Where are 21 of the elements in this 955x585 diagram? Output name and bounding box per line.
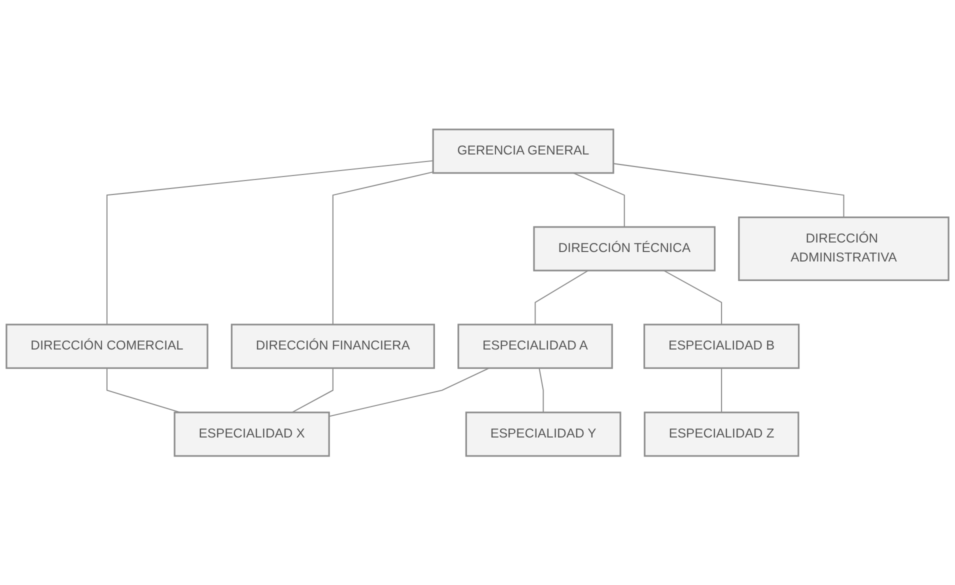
connector <box>106 368 180 413</box>
node-box: DIRECCIÓN TÉCNICA <box>533 226 716 272</box>
connector <box>538 368 544 412</box>
connector <box>332 171 434 324</box>
node-box: ESPECIALIDAD B <box>643 324 800 369</box>
node-box: ESPECIALIDAD A <box>458 324 613 369</box>
connector <box>573 172 625 227</box>
connector <box>106 160 434 324</box>
connector <box>664 270 722 324</box>
node-box: ESPECIALIDAD Y <box>465 411 622 457</box>
node-box: DIRECCIÓN COMERCIAL <box>6 324 208 369</box>
node-box: DIRECCIÓN ADMINISTRATIVA <box>738 216 950 281</box>
node-box: DIRECCIÓN FINANCIERA <box>230 324 435 369</box>
node-box: ESPECIALIDAD X <box>174 411 330 457</box>
node-box: GERENCIA GENERAL <box>432 128 614 174</box>
connector <box>292 368 334 413</box>
node-box: ESPECIALIDAD Z <box>644 411 800 457</box>
connector <box>328 367 490 417</box>
connector <box>721 368 722 412</box>
connector <box>613 162 844 218</box>
connector <box>534 270 588 324</box>
